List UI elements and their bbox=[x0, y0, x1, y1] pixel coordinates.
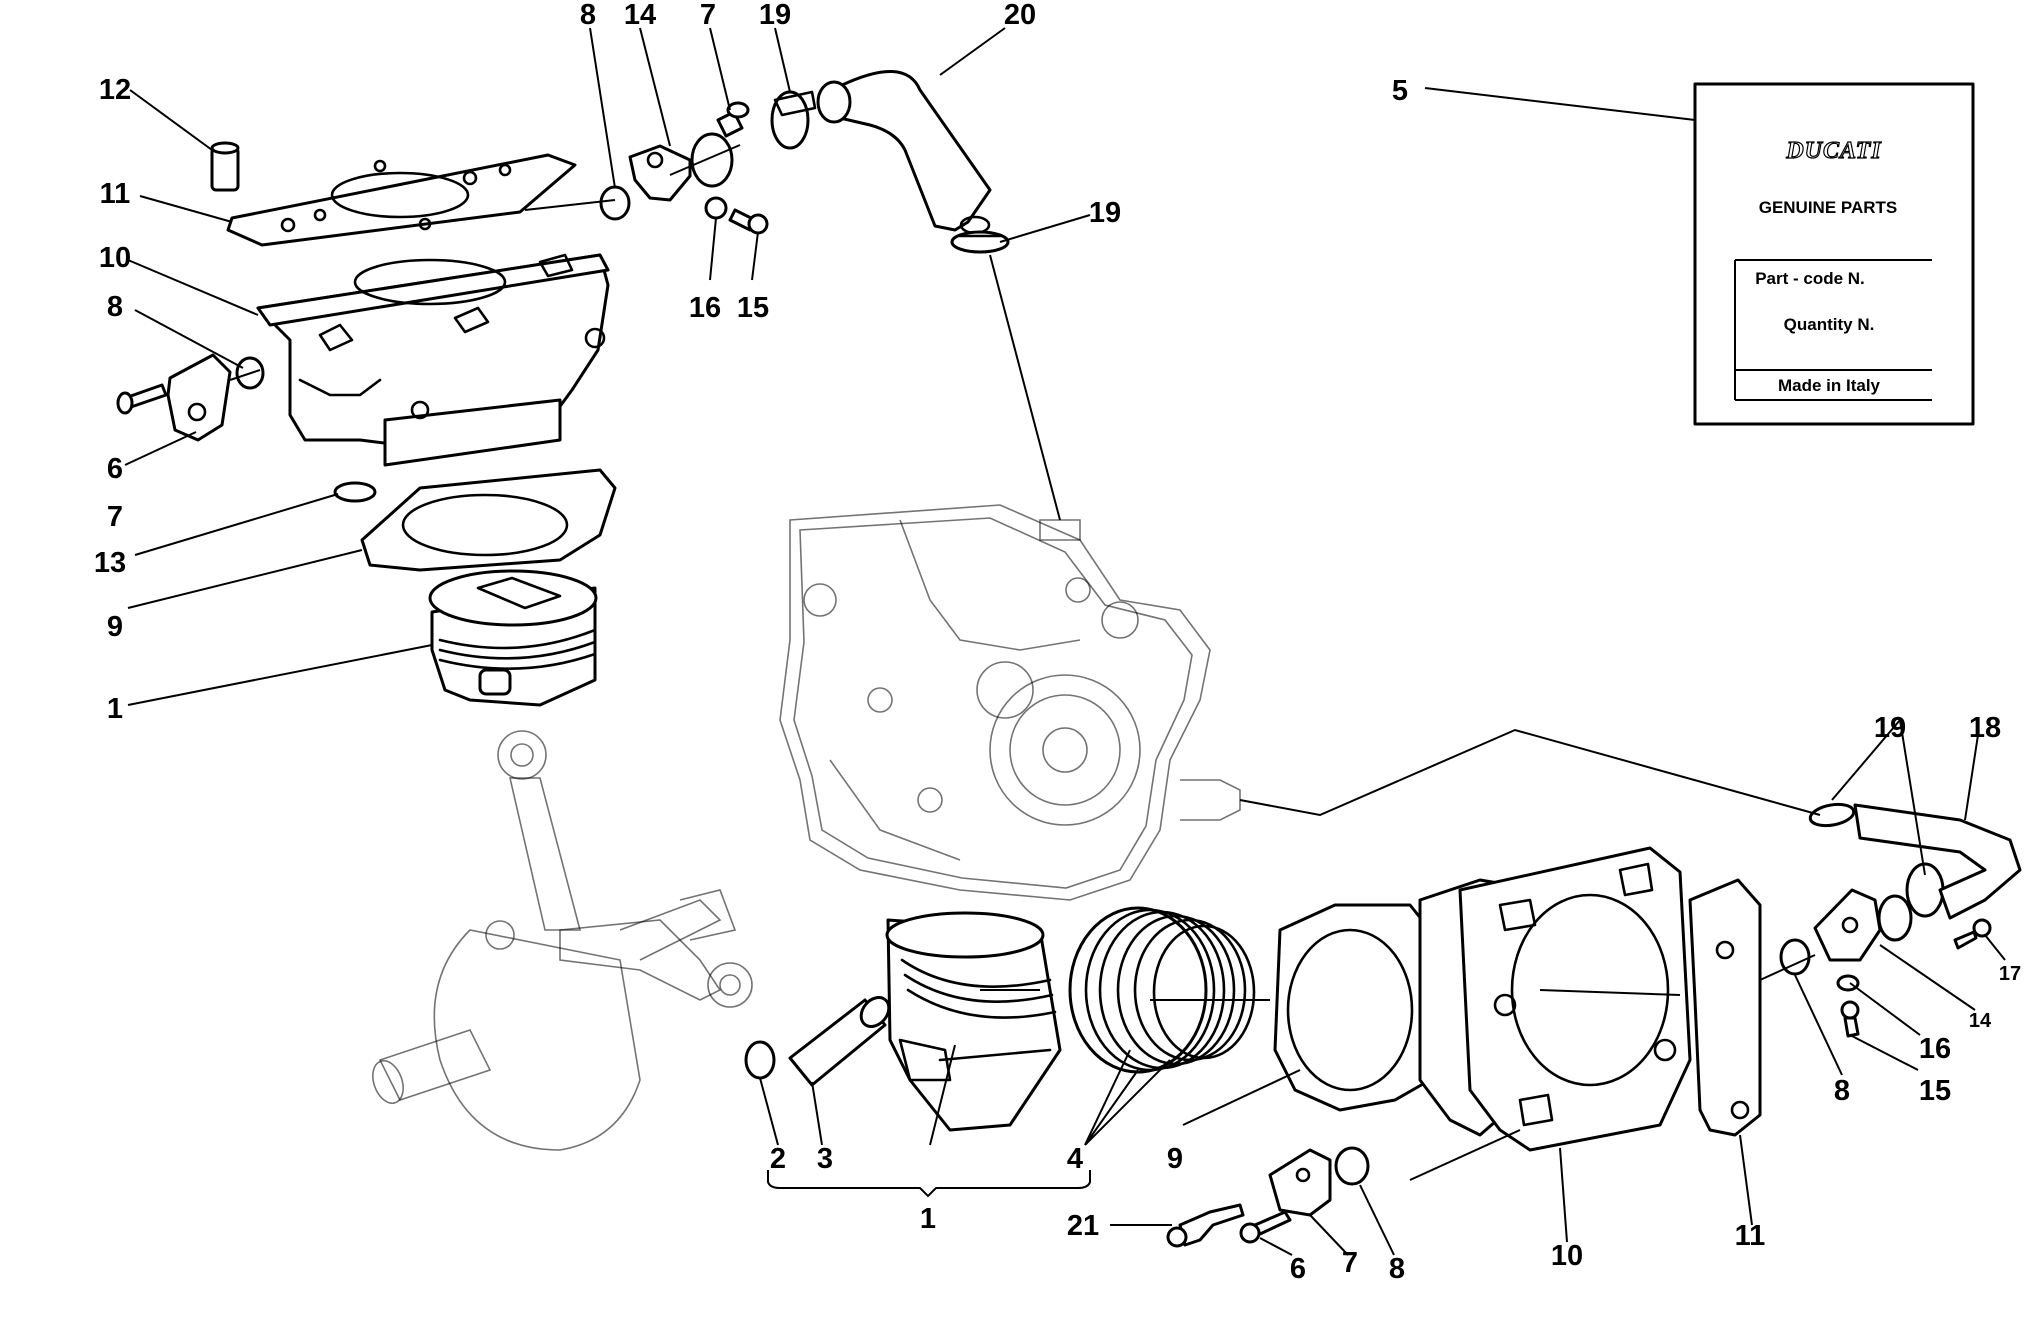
piston-rings bbox=[1068, 906, 1256, 1074]
callout-19: 19 bbox=[759, 0, 791, 31]
piston-side bbox=[885, 911, 1062, 1132]
o-ring-13 bbox=[333, 481, 377, 503]
callout-numbers: 8 14 7 19 20 5 12 11 10 8 6 7 13 9 1 19 … bbox=[94, 0, 2021, 1285]
base-gasket-side bbox=[1273, 903, 1432, 1112]
callout-8: 8 bbox=[580, 0, 596, 31]
water-flange-top bbox=[628, 132, 734, 202]
label-part-code: Part - code N. bbox=[1755, 269, 1865, 288]
ducati-logo: DUCATI bbox=[1785, 138, 1882, 164]
leader-lines bbox=[124, 27, 2006, 1256]
callout-5: 5 bbox=[1392, 75, 1408, 107]
callout-15: 15 bbox=[737, 292, 769, 324]
head-gasket-top bbox=[226, 153, 577, 247]
fitting-21 bbox=[1166, 1203, 1245, 1248]
hose-clamp-top bbox=[770, 90, 817, 150]
callout-7: 7 bbox=[107, 501, 123, 533]
screw-bottom bbox=[1239, 1210, 1292, 1244]
callout-12: 12 bbox=[99, 74, 131, 106]
cylinder-block-side bbox=[1418, 846, 1692, 1152]
callout-8: 8 bbox=[1389, 1253, 1405, 1285]
screw-left bbox=[116, 383, 168, 415]
o-ring-top bbox=[599, 185, 631, 221]
washer-side bbox=[1836, 974, 1860, 992]
callout-14: 14 bbox=[1969, 1010, 1992, 1032]
callout-15: 15 bbox=[1919, 1075, 1951, 1107]
genuine-parts-label: DUCATI GENUINE PARTS Part - code N. Quan… bbox=[1693, 82, 1975, 426]
screw-15-side bbox=[1840, 1000, 1860, 1038]
callout-19: 19 bbox=[1089, 197, 1121, 229]
callout-20: 20 bbox=[1004, 0, 1036, 31]
callout-10: 10 bbox=[1551, 1240, 1583, 1272]
base-gasket-top bbox=[360, 468, 617, 572]
label-origin: Made in Italy bbox=[1778, 376, 1881, 395]
screw-15-top bbox=[728, 208, 769, 235]
circlip bbox=[744, 1040, 776, 1080]
cylinder-block-top bbox=[256, 253, 610, 467]
callout-16: 16 bbox=[1919, 1033, 1951, 1065]
wrist-pin bbox=[788, 996, 891, 1087]
water-hose-top bbox=[816, 69, 992, 235]
screw-top bbox=[716, 101, 750, 138]
o-ring-bottom bbox=[1334, 1146, 1370, 1186]
callout-13: 13 bbox=[94, 547, 126, 579]
callout-11: 11 bbox=[100, 178, 131, 210]
callout-8: 8 bbox=[107, 291, 123, 323]
dowel-pin bbox=[210, 141, 240, 192]
callout-9: 9 bbox=[1167, 1143, 1183, 1175]
crankshaft-conrods bbox=[372, 730, 753, 1151]
callout-10: 10 bbox=[99, 242, 131, 274]
callout-21: 21 bbox=[1067, 1210, 1099, 1242]
callout-9: 9 bbox=[107, 611, 123, 643]
hose-clamps-side bbox=[1808, 802, 1945, 918]
callout-17: 17 bbox=[1999, 963, 2021, 985]
water-hose-side bbox=[1853, 803, 2022, 920]
head-gasket-side bbox=[1688, 878, 1762, 1137]
callout-7: 7 bbox=[700, 0, 716, 31]
water-flange-side bbox=[1813, 888, 1913, 962]
crankcase-outline bbox=[779, 504, 1241, 901]
callout-14: 14 bbox=[624, 0, 656, 31]
callout-19: 19 bbox=[1874, 712, 1906, 744]
callout-7: 7 bbox=[1342, 1247, 1358, 1279]
callout-11: 11 bbox=[1735, 1220, 1766, 1252]
label-title: GENUINE PARTS bbox=[1759, 198, 1898, 217]
callout-8: 8 bbox=[1834, 1075, 1850, 1107]
callout-3: 3 bbox=[817, 1143, 833, 1175]
callout-4: 4 bbox=[1067, 1143, 1083, 1175]
callout-6: 6 bbox=[1290, 1253, 1306, 1285]
screw-17 bbox=[1953, 918, 1992, 950]
piston-top bbox=[428, 569, 598, 707]
callout-2: 2 bbox=[770, 1143, 786, 1175]
callout-1: 1 bbox=[920, 1203, 936, 1235]
hose-clamp-mid bbox=[950, 230, 1010, 254]
water-flange-bottom bbox=[1268, 1148, 1332, 1217]
washer-top bbox=[704, 196, 728, 220]
callout-16: 16 bbox=[689, 292, 721, 324]
callout-1: 1 bbox=[107, 693, 123, 725]
callout-18: 18 bbox=[1969, 712, 2001, 744]
label-quantity: Quantity N. bbox=[1784, 315, 1875, 334]
callout-6: 6 bbox=[107, 453, 123, 485]
water-flange-left bbox=[166, 353, 232, 442]
